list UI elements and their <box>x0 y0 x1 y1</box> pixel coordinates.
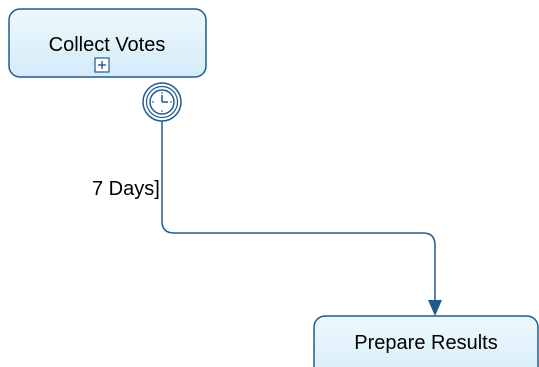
task-box <box>8 8 207 78</box>
sequence-flow-line <box>161 121 436 300</box>
arrowhead-icon <box>428 300 442 316</box>
task-label: Collect Votes <box>49 34 166 56</box>
subprocess-plus-icon[interactable] <box>94 57 110 73</box>
sequence-flow[interactable] <box>161 121 442 316</box>
timer-clock-icon[interactable] <box>142 82 182 122</box>
task-collect-votes[interactable]: Collect Votes <box>8 8 207 78</box>
task-box <box>313 315 539 367</box>
task-prepare-results[interactable]: Prepare Results <box>313 315 539 367</box>
task-label: Prepare Results <box>354 332 497 354</box>
edge-label: 7 Days] <box>92 178 160 200</box>
